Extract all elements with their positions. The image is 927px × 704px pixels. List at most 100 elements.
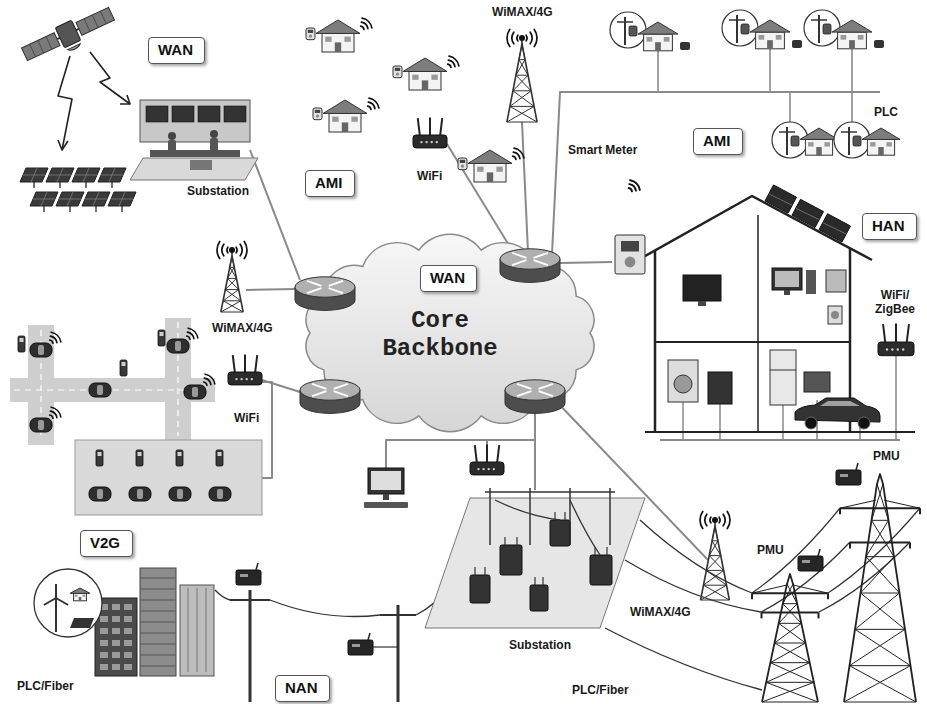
- substation: [590, 555, 612, 585]
- core-router: [295, 277, 355, 297]
- radio-tower: [217, 241, 247, 312]
- network-label: WiMAX/4G: [210, 321, 275, 335]
- plc-homes: [750, 20, 790, 32]
- wifi-router: [493, 468, 495, 470]
- power-pole: [230, 599, 270, 601]
- radio-tower: [709, 556, 723, 571]
- wifi-router: [413, 135, 447, 148]
- control-room: [140, 100, 250, 142]
- substation: [484, 567, 485, 575]
- solar-farm: [121, 206, 123, 212]
- home-house: [772, 268, 802, 290]
- network-link: [534, 440, 536, 490]
- radio-tower: [240, 244, 242, 255]
- solar-farm: [33, 199, 55, 200]
- solar-farm: [72, 168, 100, 182]
- wind-turbine: [34, 569, 102, 637]
- v2g-area: [50, 411, 56, 417]
- pmu-device: [798, 556, 823, 571]
- plc-homes: [853, 136, 861, 146]
- network-label: Substation: [507, 638, 573, 652]
- v2g-area: [75, 440, 262, 515]
- network-label: WiFi/ ZigBee: [869, 288, 921, 316]
- smart-home: [309, 34, 312, 37]
- plc-homes: [736, 15, 738, 43]
- wind-turbine: [44, 598, 56, 605]
- pmu-device: [840, 474, 848, 477]
- buildings: [112, 616, 120, 622]
- v2g-area: [138, 452, 142, 456]
- substation: [470, 575, 490, 603]
- power-pole: [380, 614, 416, 616]
- computer: [383, 494, 389, 500]
- substation: [564, 512, 565, 520]
- control-room: [146, 106, 168, 122]
- v2g-area: [10, 318, 262, 515]
- network-label: PLC/Fiber: [15, 679, 76, 693]
- radio-tower: [222, 244, 224, 255]
- wifi-router: [228, 355, 262, 385]
- home-house: [826, 270, 846, 292]
- network-link: [560, 262, 612, 263]
- solar-farm: [23, 175, 45, 176]
- smart-home: [431, 75, 437, 80]
- pmu-device: [836, 463, 861, 485]
- pylon: [779, 604, 798, 624]
- satellite: [46, 37, 52, 50]
- box-title: HAN: [872, 217, 905, 234]
- pylon: [861, 593, 906, 629]
- core-router: [334, 384, 348, 389]
- computer: [364, 502, 408, 508]
- meter-signal: [630, 180, 640, 190]
- v2g-area: [89, 487, 111, 501]
- network-label: PMU: [755, 543, 786, 557]
- pylon: [884, 500, 920, 508]
- buildings: [180, 585, 214, 676]
- wifi-router: [431, 141, 433, 143]
- solar-farm: [30, 192, 58, 206]
- smart-home: [335, 42, 341, 52]
- control-room: [172, 106, 194, 122]
- pylon: [850, 629, 906, 665]
- buildings: [140, 568, 176, 676]
- radio-tower: [228, 267, 235, 278]
- pmu-device: [836, 470, 861, 485]
- buildings: [100, 664, 108, 670]
- solar-farm: [59, 182, 61, 188]
- satellite: [55, 20, 81, 48]
- core-router: [517, 391, 531, 396]
- substation: [542, 577, 543, 585]
- control-room: [150, 150, 240, 157]
- smart-home: [342, 122, 348, 132]
- v2g-area: [204, 378, 210, 384]
- radio-tower: [519, 35, 525, 41]
- cloud-title: Core Backbone: [375, 307, 505, 363]
- plc-homes: [791, 136, 799, 146]
- solar-farm: [111, 199, 133, 200]
- wifi-router: [488, 468, 490, 470]
- wifi-router: [228, 372, 262, 385]
- power-pole: [215, 590, 230, 600]
- smart-home: [325, 37, 331, 42]
- control-room: [210, 130, 218, 138]
- plc-homes: [756, 32, 785, 49]
- radio-tower: [530, 32, 532, 43]
- core-router: [512, 260, 526, 265]
- satellite: [76, 7, 115, 35]
- pylon: [794, 585, 828, 593]
- plc-homes: [655, 42, 661, 51]
- power-pole: [397, 605, 400, 702]
- smart-home: [458, 158, 467, 170]
- wifi-router: [240, 378, 242, 380]
- pmu-device: [798, 549, 823, 571]
- core-router: [312, 384, 326, 389]
- substation: [425, 498, 645, 628]
- backbone-cloud: Core BackboneWAN: [290, 225, 610, 440]
- smart-home: [369, 98, 379, 108]
- radio-tower: [513, 90, 531, 91]
- radio-tower: [226, 247, 229, 253]
- smart-meter: [621, 241, 639, 252]
- pylon: [840, 474, 920, 702]
- wifi-router: [482, 468, 484, 470]
